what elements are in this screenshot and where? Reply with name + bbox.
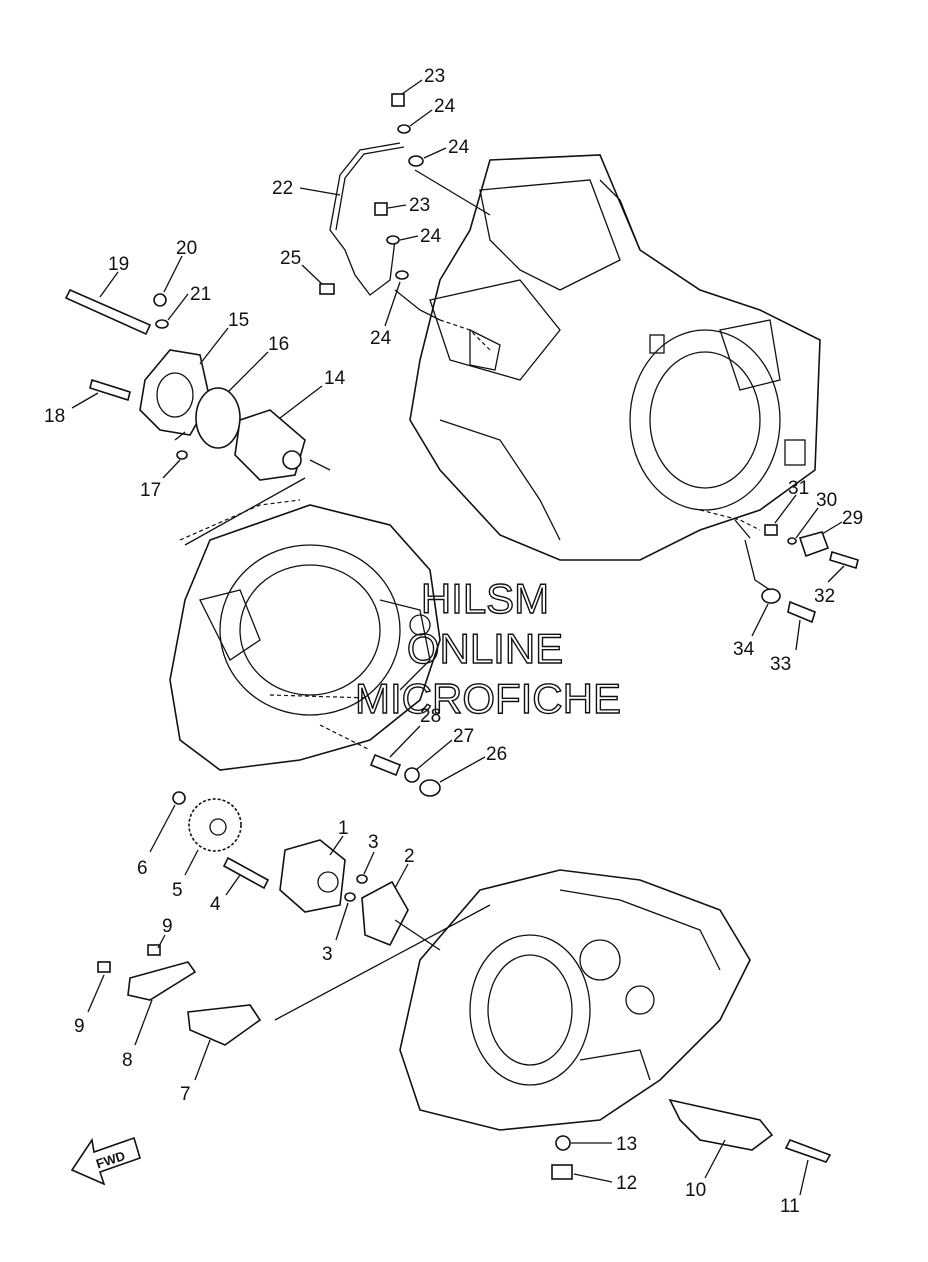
callout-4: 4 [210,894,221,915]
callout-3b: 3 [322,944,333,965]
callout-26: 26 [486,744,507,765]
callout-18: 18 [44,406,65,427]
callout-30: 30 [816,490,837,511]
callout-10: 10 [685,1180,706,1201]
callout-12: 12 [616,1173,637,1194]
bolt-25 [319,283,335,295]
watermark-line-1: HILSM [421,575,549,622]
callout-9b: 9 [74,1016,85,1037]
bolt-11 [784,1138,832,1163]
bolt-20 [153,293,167,307]
callout-24c: 24 [420,226,442,247]
callout-19: 19 [108,254,129,275]
callout-9a: 9 [162,916,173,937]
oil-delivery-pipe [319,93,424,296]
plug-26 [419,779,441,797]
callout-13: 13 [616,1134,637,1155]
gasket-24c [386,235,400,245]
watermark: HILSM ONLINE MICROFICHE [354,574,621,722]
crankcase [399,869,832,1180]
callouts: 1 2 3 3 4 5 6 7 8 9 9 10 11 12 13 14 15 … [44,66,863,1217]
circlip-6 [172,791,186,805]
callout-29: 29 [842,508,863,529]
o-ring-3a [356,874,368,884]
callout-2: 2 [404,846,415,867]
gasket-13 [555,1135,571,1151]
bolt-4 [222,856,270,890]
gasket-24a [397,124,411,134]
callout-31: 31 [788,478,809,499]
callout-14: 14 [324,368,346,389]
oil-check-bolt-29 [798,531,830,558]
o-ring-17 [176,450,188,460]
callout-11: 11 [780,1196,800,1217]
callout-28: 28 [420,706,441,727]
strainer-10 [668,1098,774,1151]
bolt-18 [89,378,131,402]
fwd-direction-arrow: FWD [70,1136,141,1186]
callout-8: 8 [122,1050,133,1071]
relief-valve-parts [319,724,441,797]
callout-7: 7 [180,1084,191,1105]
callout-22: 22 [272,178,293,199]
guide-8 [127,961,197,1001]
oil-filter-group [64,288,306,481]
stay-7 [187,1004,262,1046]
callout-17: 17 [140,480,161,501]
ball-27 [404,767,420,783]
engine-assembly [409,154,821,561]
gasket-24b [408,155,424,167]
gasket-24d [395,270,409,280]
bolt-32 [829,550,859,570]
callout-24d: 24 [370,328,392,349]
o-ring-3b [344,892,356,902]
callout-21: 21 [190,284,211,305]
callout-1: 1 [338,818,349,839]
callout-15: 15 [228,310,249,331]
union-bolt-23-top [391,93,405,107]
callout-3a: 3 [368,832,379,853]
callout-33: 33 [770,654,791,675]
callout-24a: 24 [434,96,456,117]
union-33 [787,600,816,624]
bolt-19 [64,288,152,336]
spring-28 [369,753,402,777]
bolt-9b [97,961,111,973]
callout-27: 27 [453,726,474,747]
crankcase-cover [169,499,441,771]
washer-21 [155,319,169,329]
gasket-2 [361,880,409,947]
oil-pump-1 [279,839,346,913]
oil-check-parts [761,524,859,624]
callout-6: 6 [137,858,148,879]
callout-32: 32 [814,586,835,607]
o-ring-16 [195,387,241,449]
callout-23b: 23 [409,195,430,216]
watermark-line-3: MICROFICHE [355,675,621,722]
collar-31 [764,524,778,536]
pump-drive-gear-5 [188,798,242,852]
callout-24b: 24 [448,137,470,158]
callout-5: 5 [172,880,183,901]
callout-16: 16 [268,334,289,355]
oil-filter-14 [234,409,306,481]
o-ring-30 [787,537,797,545]
watermark-line-2: ONLINE [407,625,563,672]
leader-lines [174,169,771,1021]
drain-bolt-12 [551,1164,573,1180]
gasket-34 [761,588,781,604]
bolt-9a [147,944,161,956]
union-bolt-23-lower [374,202,388,216]
callout-34: 34 [733,639,755,660]
oil-pump-group [97,791,409,1046]
callout-20: 20 [176,238,197,259]
callout-23a: 23 [424,66,445,87]
callout-25: 25 [280,248,301,269]
